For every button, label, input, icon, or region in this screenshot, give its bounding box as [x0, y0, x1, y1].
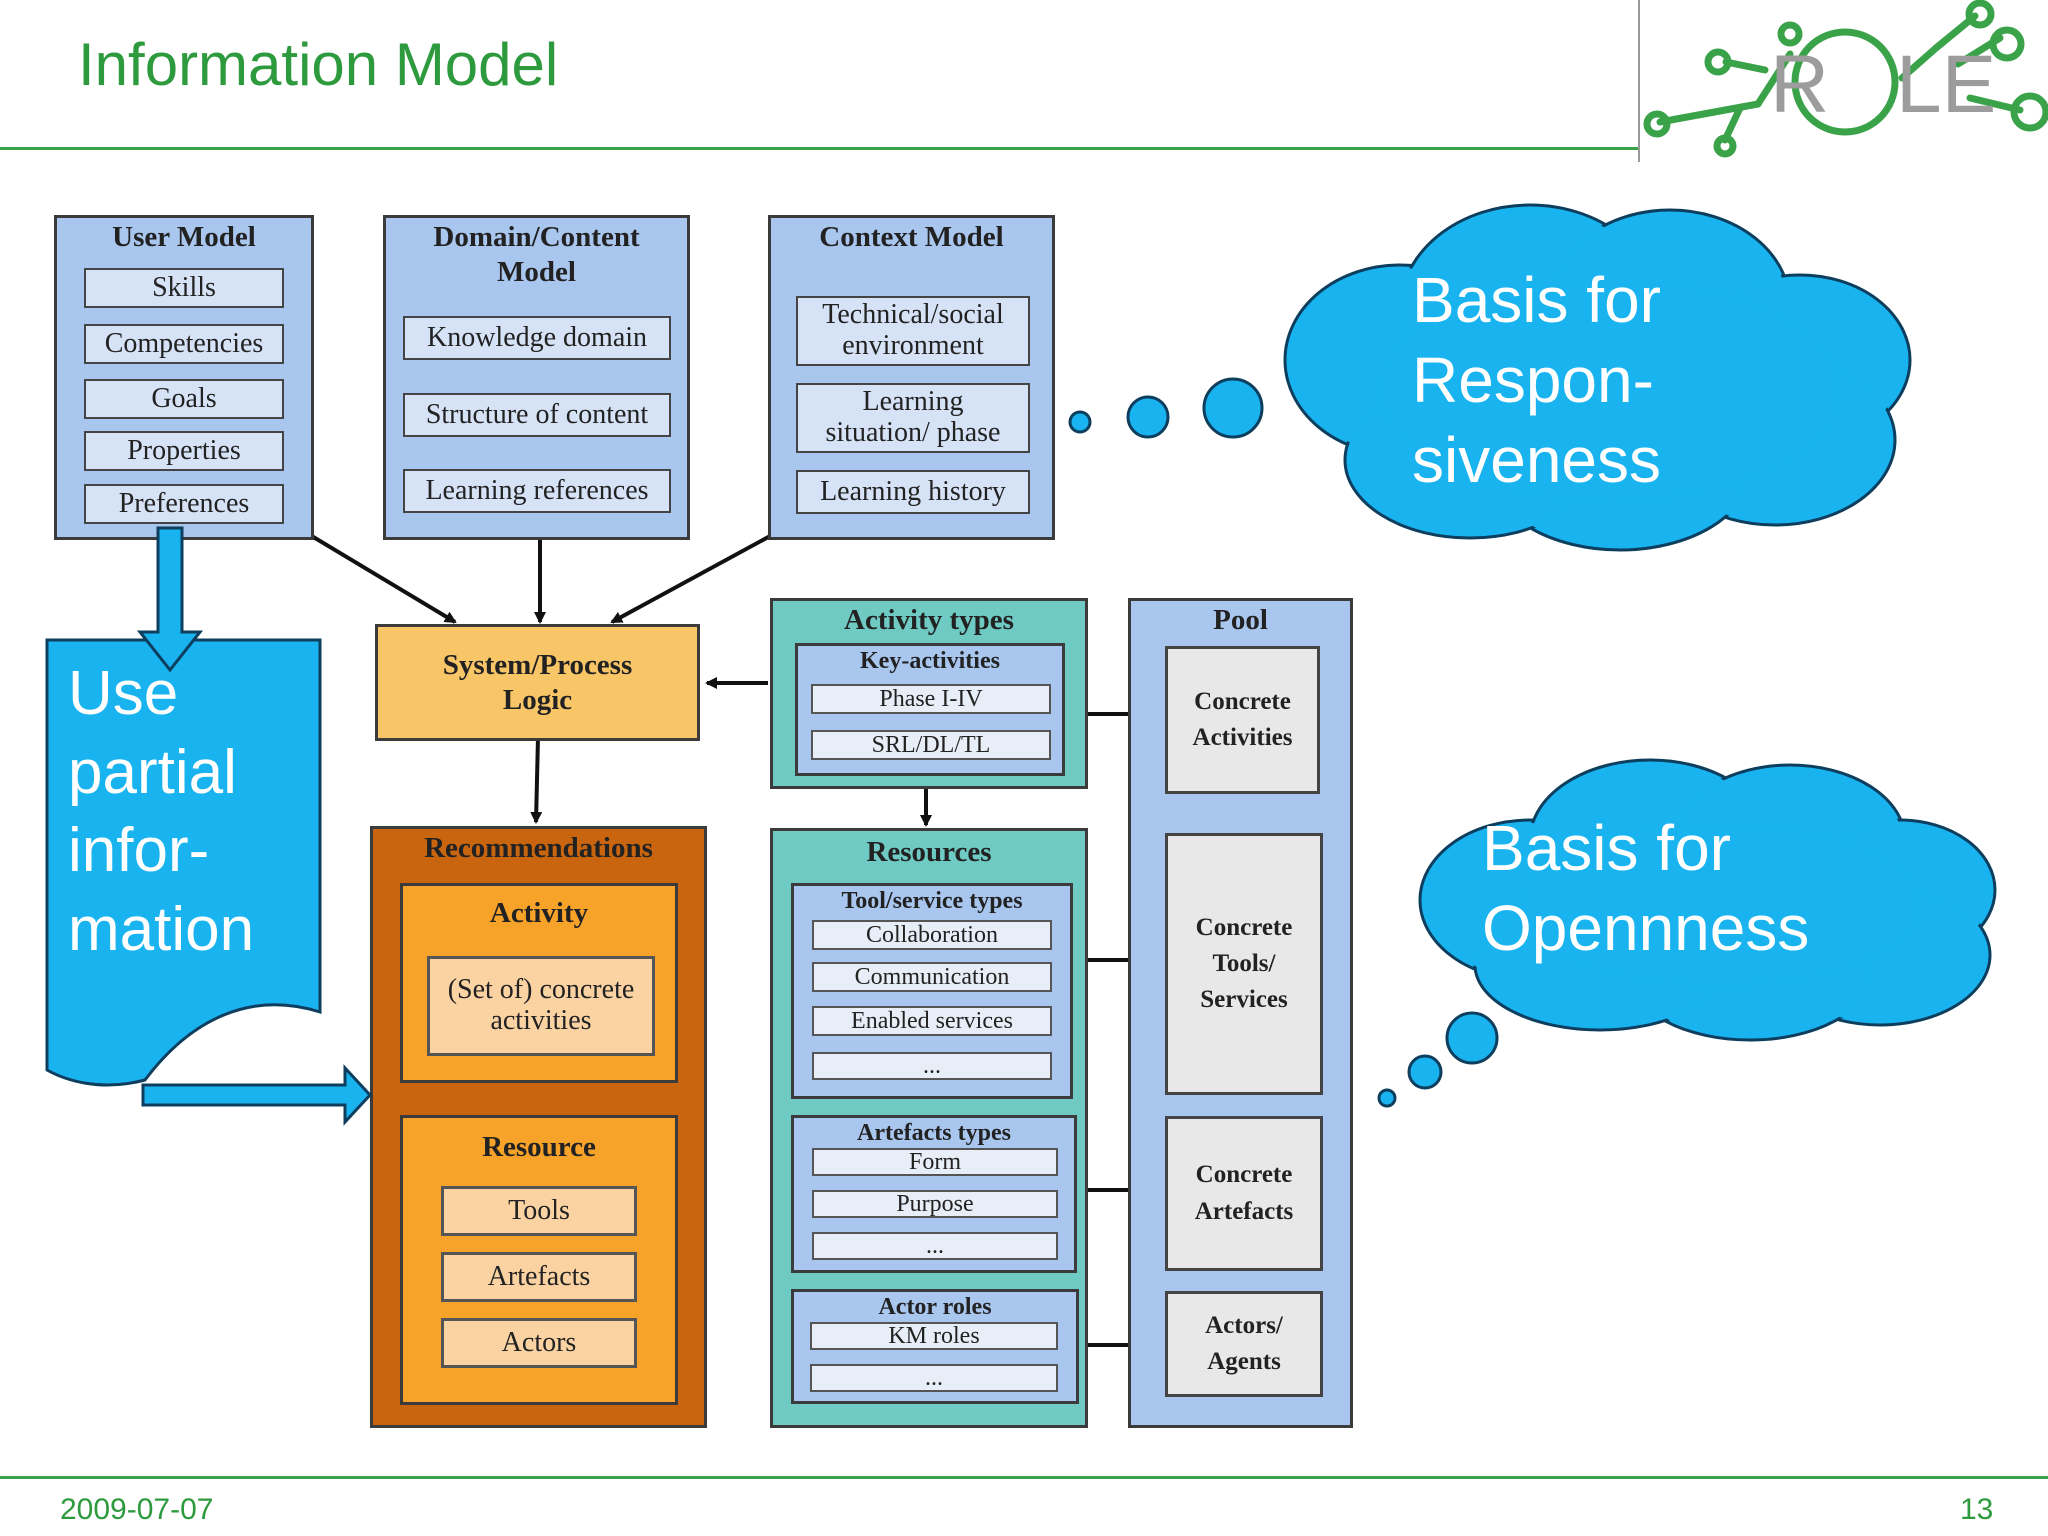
recommendations-title: Recommendations	[424, 832, 653, 864]
pool-concrete-tools-services: Concrete Tools/ Services	[1165, 833, 1323, 1095]
user-model-box: User Model Skills Competencies Goals Pro…	[54, 215, 314, 540]
domain-model-title: Domain/Content Model	[433, 221, 640, 288]
role-logo: R LE	[1638, 0, 2048, 162]
page-number: 13	[1960, 1493, 1994, 1526]
activity-title: Activity	[489, 897, 589, 929]
artefact-type-item: Form	[812, 1148, 1058, 1176]
thought-bubble-medium	[1407, 1054, 1443, 1090]
thought-bubble-large	[1445, 1011, 1499, 1065]
key-activity-item: Phase I-IV	[811, 684, 1051, 714]
artefact-type-item: Purpose	[812, 1190, 1058, 1218]
user-model-title: User Model	[112, 221, 256, 253]
user-model-item: Skills	[84, 268, 284, 308]
pool-concrete-artefacts: Concrete Artefacts	[1165, 1116, 1323, 1271]
domain-model-item: Learning references	[403, 469, 671, 513]
thought-bubble-small	[1068, 410, 1092, 434]
pool-concrete-activities: Concrete Activities	[1165, 646, 1320, 794]
slide-title: Information Model	[78, 31, 559, 98]
resources-title: Resources	[866, 836, 992, 868]
actor-role-item: ...	[810, 1364, 1058, 1392]
role-logo-r: R	[1770, 39, 1829, 130]
domain-model-item: Structure of content	[403, 393, 671, 437]
role-logo-graphic: R LE	[1643, 0, 2048, 158]
arrow-logic-to-recommendations	[530, 736, 543, 824]
domain-model-item: Knowledge domain	[403, 316, 671, 360]
tool-service-types-title: Tool/service types	[841, 888, 1023, 914]
thought-bubble-small	[1377, 1088, 1397, 1108]
arrow-context-to-logic	[610, 533, 773, 624]
user-model-item: Competencies	[84, 324, 284, 364]
key-activities-title: Key-activities	[860, 648, 1000, 674]
thought-bubble-medium	[1126, 395, 1170, 439]
context-model-item: Learning history	[796, 470, 1030, 514]
tool-type-item: ...	[812, 1052, 1052, 1080]
artefact-type-item: ...	[812, 1232, 1058, 1260]
openness-cloud-shape	[1377, 758, 1997, 1108]
domain-model-box: Domain/Content Model Knowledge domain St…	[383, 215, 690, 540]
concrete-activities-item: (Set of) concrete activities	[427, 956, 655, 1056]
footer-divider	[0, 1476, 2048, 1479]
header-divider	[0, 147, 2048, 150]
pool-title: Pool	[1213, 604, 1268, 636]
responsiveness-cloud-shape	[1068, 203, 1912, 552]
thought-bubble-large	[1202, 377, 1264, 439]
context-model-item: Learning situation/ phase	[796, 383, 1030, 453]
actor-roles-title: Actor roles	[878, 1294, 992, 1320]
user-model-item: Properties	[84, 431, 284, 471]
recommendation-activity-box: Activity (Set of) concrete activities	[400, 883, 678, 1083]
resource-item: Artefacts	[441, 1252, 637, 1302]
tool-service-types-box: Tool/service types Collaboration Communi…	[791, 883, 1073, 1099]
actor-role-item: KM roles	[810, 1322, 1058, 1350]
responsiveness-text: Basis for Respon- siveness	[1412, 264, 1661, 496]
partial-information-callout-shape	[45, 526, 373, 1126]
right-arrow-to-recommendations	[141, 1064, 373, 1126]
tool-type-item: Enabled services	[812, 1006, 1052, 1036]
actor-roles-box: Actor roles KM roles ...	[791, 1289, 1079, 1404]
partial-information-text: Use partial infor- mation	[68, 659, 255, 965]
arrow-user-to-logic	[308, 533, 457, 624]
activity-types-box: Activity types Key-activities Phase I-IV…	[770, 598, 1088, 789]
tool-type-item: Communication	[812, 962, 1052, 992]
pool-box: Pool Concrete Activities Concrete Tools/…	[1128, 598, 1353, 1428]
key-activities-box: Key-activities Phase I-IV SRL/DL/TL	[795, 643, 1065, 776]
resource-title: Resource	[482, 1131, 596, 1163]
context-model-box: Context Model Technical/social environme…	[768, 215, 1055, 540]
recommendations-box: Recommendations Activity (Set of) concre…	[370, 826, 707, 1428]
key-activity-item: SRL/DL/TL	[811, 730, 1051, 760]
user-model-item: Preferences	[84, 484, 284, 524]
context-model-title: Context Model	[819, 221, 1004, 253]
resources-box: Resources Tool/service types Collaborati…	[770, 828, 1088, 1428]
artefacts-types-title: Artefacts types	[857, 1120, 1011, 1146]
context-model-item: Technical/social environment	[796, 296, 1030, 366]
user-model-item: Goals	[84, 379, 284, 419]
openness-text: Basis for Opennness	[1482, 812, 1810, 964]
footer-date: 2009-07-07	[60, 1493, 214, 1526]
recommendation-resource-box: Resource Tools Artefacts Actors	[400, 1115, 678, 1405]
cloud-fill	[1423, 763, 1992, 1037]
role-logo-le: LE	[1896, 39, 1996, 130]
pool-actors-agents: Actors/ Agents	[1165, 1291, 1323, 1397]
artefacts-types-box: Artefacts types Form Purpose ...	[791, 1115, 1077, 1273]
system-process-logic-box: System/Process Logic	[375, 624, 700, 741]
down-arrow-from-preferences	[136, 526, 204, 673]
resource-item: Actors	[441, 1318, 637, 1368]
document-shape	[45, 638, 322, 1087]
cloud-fill	[1288, 208, 1907, 547]
activity-types-title: Activity types	[844, 604, 1014, 636]
resource-item: Tools	[441, 1186, 637, 1236]
tool-type-item: Collaboration	[812, 920, 1052, 950]
